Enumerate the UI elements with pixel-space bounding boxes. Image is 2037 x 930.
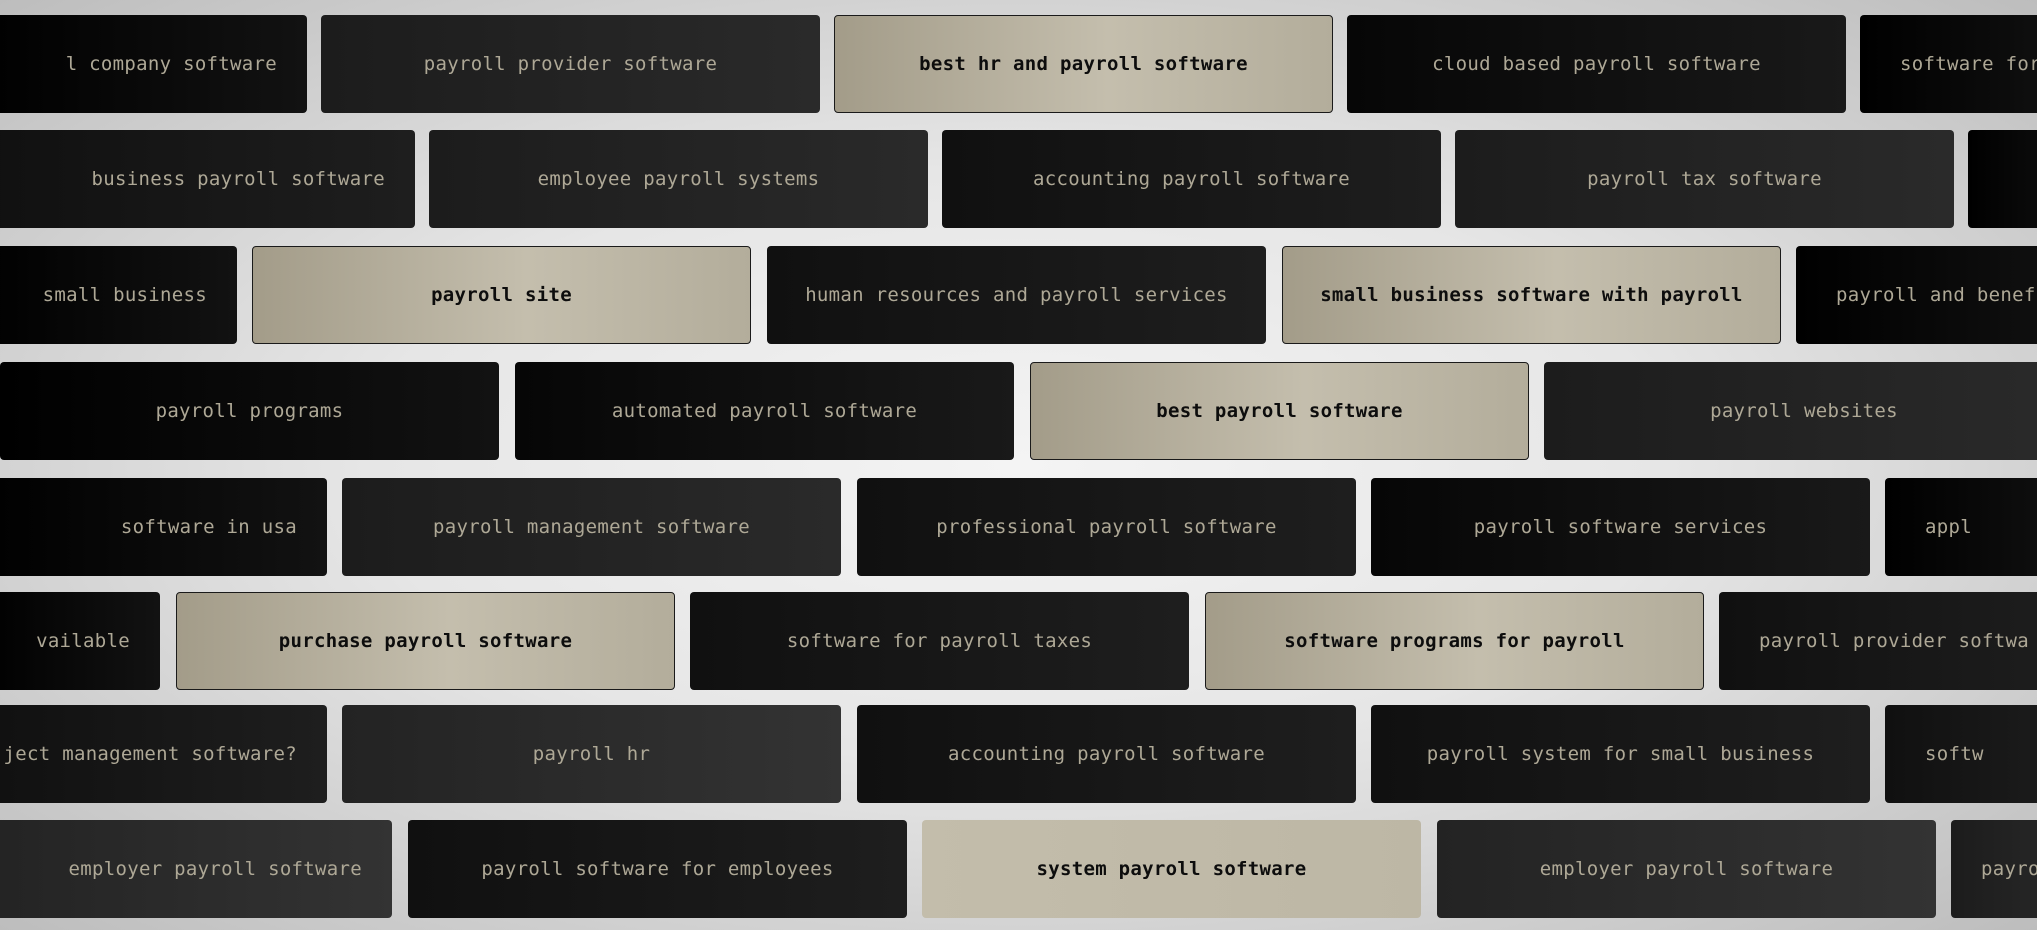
keyword-tile-label: accounting payroll software xyxy=(948,743,1265,765)
keyword-tile-label: purchase payroll software xyxy=(278,630,573,652)
keyword-tile[interactable] xyxy=(1968,130,2037,228)
keyword-tile-highlighted[interactable]: best payroll software xyxy=(1030,362,1529,460)
keyword-tile[interactable]: payroll provider software xyxy=(321,15,820,113)
keyword-tile-label: payroll provider software xyxy=(423,53,718,75)
keyword-tile[interactable]: accounting payroll software xyxy=(942,130,1441,228)
keyword-tile[interactable]: ject management software? xyxy=(0,705,327,803)
keyword-tile-label: employer payroll software xyxy=(1539,858,1834,880)
keyword-tile-label: system payroll software xyxy=(1036,858,1307,880)
keyword-tile[interactable]: payroll management software xyxy=(342,478,841,576)
keyword-tile-label: ject management software? xyxy=(3,743,297,765)
keyword-tile-label: payroll software services xyxy=(1473,516,1768,538)
keyword-tile[interactable]: payro xyxy=(1951,820,2037,918)
keyword-tile-label: payroll and benef xyxy=(1836,284,2036,306)
keyword-tile-label: payroll software for employees xyxy=(481,858,834,880)
keyword-tile[interactable]: software for payroll taxes xyxy=(690,592,1189,690)
keyword-tile[interactable]: software for xyxy=(1860,15,2037,113)
keyword-tile-label: payro xyxy=(1981,858,2037,880)
keyword-tile[interactable]: accounting payroll software xyxy=(857,705,1356,803)
keyword-tile[interactable]: automated payroll software xyxy=(515,362,1014,460)
keyword-tile-label: payroll hr xyxy=(532,743,651,765)
keyword-tile-label: software programs for payroll xyxy=(1284,630,1625,652)
keyword-tile-label: small business software with payroll xyxy=(1320,284,1743,306)
keyword-tile[interactable]: payroll websites xyxy=(1544,362,2037,460)
keyword-tile[interactable]: small business xyxy=(0,246,237,344)
keyword-tile[interactable]: human resources and payroll services xyxy=(767,246,1266,344)
keyword-tile[interactable]: cloud based payroll software xyxy=(1347,15,1846,113)
keyword-tile-highlighted[interactable]: software programs for payroll xyxy=(1205,592,1704,690)
keyword-tile-label: payroll tax software xyxy=(1587,168,1822,190)
keyword-tile[interactable]: payroll tax software xyxy=(1455,130,1954,228)
keyword-tile[interactable]: employer payroll software xyxy=(1437,820,1936,918)
keyword-tile[interactable]: payroll system for small business xyxy=(1371,705,1870,803)
keyword-tile[interactable]: appl xyxy=(1885,478,2037,576)
keyword-tile[interactable]: l company software xyxy=(0,15,307,113)
keyword-tile-label: automated payroll software xyxy=(611,400,918,422)
keyword-tile-label: payroll management software xyxy=(433,516,750,538)
keyword-tile-highlighted[interactable]: system payroll software xyxy=(922,820,1421,918)
keyword-tile-label: payroll provider softwa xyxy=(1759,630,2029,652)
keyword-tile[interactable]: payroll software for employees xyxy=(408,820,907,918)
keyword-tile[interactable]: payroll hr xyxy=(342,705,841,803)
keyword-tile[interactable]: payroll programs xyxy=(0,362,499,460)
keyword-tile-label: professional payroll software xyxy=(936,516,1277,538)
keyword-tile-label: software in usa xyxy=(120,516,297,538)
keyword-tile-label: software for payroll taxes xyxy=(786,630,1093,652)
keyword-tile-label: small business xyxy=(42,284,207,306)
keyword-tile-highlighted[interactable]: purchase payroll software xyxy=(176,592,675,690)
keyword-tile-label: best hr and payroll software xyxy=(919,53,1248,75)
keyword-tile-label: accounting payroll software xyxy=(1033,168,1350,190)
keyword-tile-label: l company software xyxy=(65,53,277,75)
keyword-tile[interactable]: payroll software services xyxy=(1371,478,1870,576)
keyword-tile-label: payroll system for small business xyxy=(1426,743,1815,765)
keyword-tile-label: business payroll software xyxy=(91,168,385,190)
keyword-tile[interactable]: employee payroll systems xyxy=(429,130,928,228)
keyword-tile-label: human resources and payroll services xyxy=(805,284,1228,306)
keyword-tile-label: payroll site xyxy=(431,284,572,306)
keyword-tile[interactable]: payroll provider softwa xyxy=(1719,592,2037,690)
keyword-tile-label: cloud based payroll software xyxy=(1432,53,1761,75)
keyword-tile[interactable]: vailable xyxy=(0,592,160,690)
keyword-tile[interactable]: software in usa xyxy=(0,478,327,576)
keyword-tile-label: payroll websites xyxy=(1710,400,1898,422)
keyword-tile-label: employee payroll systems xyxy=(537,168,820,190)
keyword-tile-label: appl xyxy=(1925,516,1972,538)
keyword-tile[interactable]: business payroll software xyxy=(0,130,415,228)
keyword-tile-label: payroll programs xyxy=(155,400,344,422)
keyword-tile-highlighted[interactable]: payroll site xyxy=(252,246,751,344)
keyword-tile-highlighted[interactable]: small business software with payroll xyxy=(1282,246,1781,344)
keyword-tile-label: software for xyxy=(1900,53,2037,75)
keyword-tile[interactable]: professional payroll software xyxy=(857,478,1356,576)
keyword-tile-highlighted[interactable]: best hr and payroll software xyxy=(834,15,1333,113)
keyword-tile[interactable]: employer payroll software xyxy=(0,820,392,918)
keyword-tile-label: vailable xyxy=(36,630,130,652)
keyword-tile[interactable]: payroll and benef xyxy=(1796,246,2037,344)
keyword-tile-label: softw xyxy=(1925,743,1984,765)
keyword-tile[interactable]: softw xyxy=(1885,705,2037,803)
keyword-tile-label: employer payroll software xyxy=(68,858,362,880)
keyword-tile-label: best payroll software xyxy=(1156,400,1403,422)
